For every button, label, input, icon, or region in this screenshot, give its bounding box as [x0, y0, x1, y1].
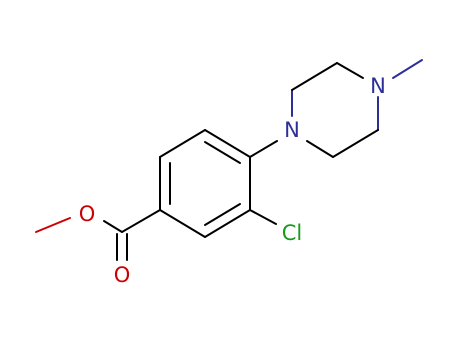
bond-c-n1-bottom	[306, 140, 334, 158]
double-bond-inner-c3-c4	[204, 141, 241, 164]
bond-ring-carbonyl	[121, 209, 161, 233]
bond-ring-n-aryl	[249, 140, 278, 158]
bond-carbonyl-ester-o	[103, 220, 123, 233]
piperazine-ring	[249, 59, 423, 158]
atom-label-n-aryl: N	[284, 118, 300, 142]
atom-label-carbonyl-o: O	[114, 263, 131, 287]
bond-n2-methyl	[392, 59, 423, 79]
bond-c-upper-c	[291, 62, 338, 91]
bond-c-lower-c	[332, 129, 379, 158]
bond-c5-c6	[204, 209, 251, 238]
methyl-ester-group	[35, 209, 161, 261]
atom-label-chlorine: Cl	[282, 221, 303, 245]
benzene-ring	[159, 129, 251, 238]
double-bond-inner-c5-c6	[204, 203, 241, 226]
bond-c6-c1	[159, 209, 206, 238]
atom-label-ester-o: O	[79, 202, 96, 226]
bond-c2-c3	[159, 129, 206, 158]
bond-c-n2-top	[336, 62, 364, 79]
atom-label-n-methyl: N	[370, 74, 386, 98]
bond-ester-o-methyl	[35, 217, 71, 233]
bond-c3-c4	[204, 129, 251, 158]
bond-ring-chlorine	[249, 209, 277, 225]
